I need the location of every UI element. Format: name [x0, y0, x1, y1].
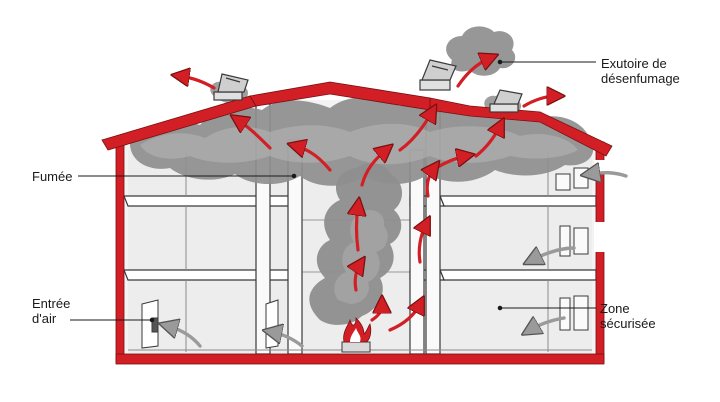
building-envelope	[101, 81, 613, 365]
smoke-label: Fumée	[32, 169, 72, 184]
smoke-vent-label-line1: Exutoire de	[601, 56, 667, 71]
safe-zone-label: Zone sécurisée	[600, 301, 656, 331]
air-inlet-label-line2: d'air	[32, 311, 57, 326]
air-inlet-label-line1: Entrée	[32, 296, 71, 311]
fresh-air-arrows	[168, 173, 628, 348]
safe-zone-label-line2: sécurisée	[600, 316, 656, 331]
label-leader-lines	[70, 59, 596, 323]
smoke-vent-label-line2: désenfumage	[601, 71, 680, 86]
fire-icon	[341, 317, 372, 353]
smoke-flow-arrows	[180, 58, 556, 332]
smoke-vent-label: Exutoire de désenfumage	[601, 56, 680, 86]
smoke-vent-icon	[213, 59, 523, 113]
safe-zone-label-line1: Zone	[600, 301, 630, 316]
smoke-label-text: Fumée	[32, 169, 73, 184]
air-inlet-label: Entrée d'air	[32, 296, 70, 326]
